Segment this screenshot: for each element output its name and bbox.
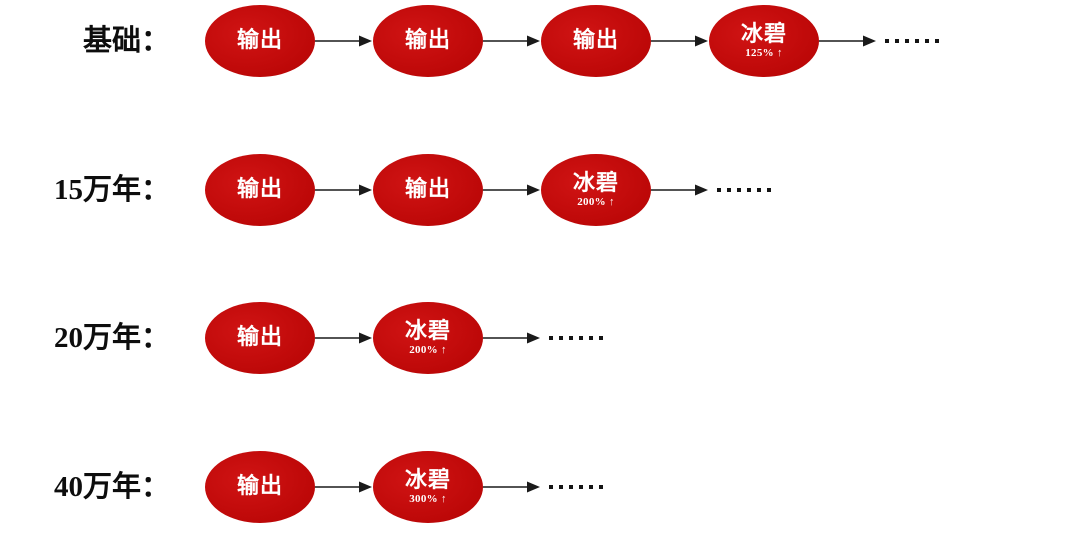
- ellipsis-marker: [717, 188, 771, 192]
- flow-row: 40万年： 输出 冰碧 300% ↑: [0, 437, 1080, 537]
- flow-node-highlight[interactable]: 冰碧 200% ↑: [373, 302, 483, 374]
- node-chain: 输出 输出 输出: [205, 0, 939, 91]
- node-title: 输出: [404, 28, 451, 54]
- node-percentage: 200% ↑: [577, 195, 615, 208]
- node-title: 输出: [236, 28, 283, 54]
- node-percentage: 125% ↑: [745, 46, 783, 59]
- flow-node[interactable]: 输出: [373, 154, 483, 226]
- flow-node[interactable]: 输出: [541, 5, 651, 77]
- node-title: 输出: [572, 28, 619, 54]
- arrow-icon: [651, 180, 709, 200]
- row-label: 15万年：: [53, 173, 170, 206]
- flow-node[interactable]: 输出: [205, 302, 315, 374]
- flow-node[interactable]: 输出: [205, 154, 315, 226]
- flow-node[interactable]: 输出: [205, 5, 315, 77]
- flow-node[interactable]: 输出: [373, 5, 483, 77]
- arrow-icon: [483, 31, 541, 51]
- arrow-icon: [315, 180, 373, 200]
- node-title: 冰碧: [740, 22, 787, 48]
- node-title: 输出: [236, 474, 283, 500]
- arrow-icon: [483, 180, 541, 200]
- node-title: 输出: [236, 325, 283, 351]
- row-label: 基础：: [82, 24, 170, 57]
- node-title: 冰碧: [404, 468, 451, 494]
- arrow-icon: [651, 31, 709, 51]
- node-chain: 输出 冰碧 200% ↑: [205, 288, 603, 388]
- node-title: 输出: [404, 177, 451, 203]
- row-label: 20万年：: [53, 321, 170, 354]
- node-chain: 输出 输出 冰碧 200% ↑: [205, 140, 771, 240]
- arrow-icon: [315, 477, 373, 497]
- node-chain: 输出 冰碧 300% ↑: [205, 437, 603, 537]
- flow-row: 15万年： 输出 输出 冰碧: [0, 140, 1080, 240]
- flow-node-highlight[interactable]: 冰碧 125% ↑: [709, 5, 819, 77]
- arrow-icon: [315, 328, 373, 348]
- arrow-icon: [819, 31, 877, 51]
- ellipsis-marker: [549, 485, 603, 489]
- node-percentage: 200% ↑: [409, 343, 447, 356]
- row-label: 40万年：: [53, 470, 170, 503]
- node-percentage: 300% ↑: [409, 492, 447, 505]
- flow-node[interactable]: 输出: [205, 451, 315, 523]
- flow-row: 基础： 输出 输出 输出: [0, 0, 1080, 91]
- flow-row: 20万年： 输出 冰碧 200% ↑: [0, 288, 1080, 388]
- ellipsis-marker: [885, 39, 939, 43]
- node-title: 输出: [236, 177, 283, 203]
- node-title: 冰碧: [404, 319, 451, 345]
- arrow-icon: [483, 328, 541, 348]
- ellipsis-marker: [549, 336, 603, 340]
- arrow-icon: [315, 31, 373, 51]
- flow-node-highlight[interactable]: 冰碧 200% ↑: [541, 154, 651, 226]
- flow-node-highlight[interactable]: 冰碧 300% ↑: [373, 451, 483, 523]
- node-title: 冰碧: [572, 171, 619, 197]
- arrow-icon: [483, 477, 541, 497]
